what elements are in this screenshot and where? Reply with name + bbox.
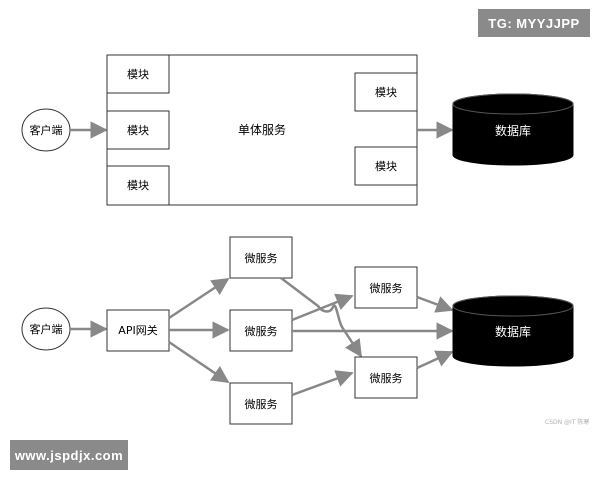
microservice-label: 微服务	[245, 397, 278, 411]
service-arrow	[291, 293, 354, 322]
module-box	[354, 146, 418, 186]
microservice-diagram: 客户端 API网关 微服务 微服务 微服务 微服务 微服务	[21, 236, 574, 425]
microservice-label: 微服务	[370, 281, 403, 295]
monolith-service-label: 单体服务	[238, 122, 286, 137]
module-label: 模块	[127, 179, 149, 192]
microservice-box	[229, 236, 293, 279]
monolith-database-label: 数据库	[495, 123, 531, 138]
service-arrow	[291, 370, 354, 397]
service-arrow-crossing	[280, 277, 363, 358]
microservice-box	[229, 309, 293, 352]
module-label: 模块	[127, 68, 149, 81]
module-label: 模块	[127, 124, 149, 137]
module-box	[106, 54, 170, 94]
api-gateway-box	[106, 309, 170, 352]
monolith-diagram: 客户端 单体服务 模块 模块 模块 模块 模块 数据库	[21, 54, 574, 206]
microservice-label: 微服务	[370, 371, 403, 385]
microservice-label: 微服务	[245, 251, 278, 265]
microservice-box	[354, 356, 418, 399]
service-db-arrow	[416, 295, 454, 313]
service-db-arrow	[416, 350, 454, 370]
micro-client-label: 客户端	[30, 322, 63, 336]
micro-database: 数据库	[452, 295, 574, 367]
microservice-box	[229, 382, 293, 425]
microservice-box	[354, 266, 418, 309]
site-watermark: www.jspdjx.com	[10, 440, 128, 470]
credit-watermark: CSDN @IT 陈寒	[545, 419, 590, 426]
module-label: 模块	[375, 86, 397, 99]
monolith-client-label: 客户端	[30, 123, 63, 137]
micro-database-label: 数据库	[495, 324, 531, 339]
microservice-label: 微服务	[245, 324, 278, 338]
api-gateway-label: API网关	[118, 323, 157, 337]
module-box	[106, 110, 170, 150]
monolith-database: 数据库	[452, 93, 574, 166]
module-label: 模块	[375, 160, 397, 173]
gateway-arrow	[168, 340, 230, 384]
tg-watermark: TG: MYYJJPP	[478, 9, 590, 37]
gateway-arrow	[168, 277, 230, 320]
module-box	[106, 165, 170, 206]
module-box	[354, 72, 418, 112]
